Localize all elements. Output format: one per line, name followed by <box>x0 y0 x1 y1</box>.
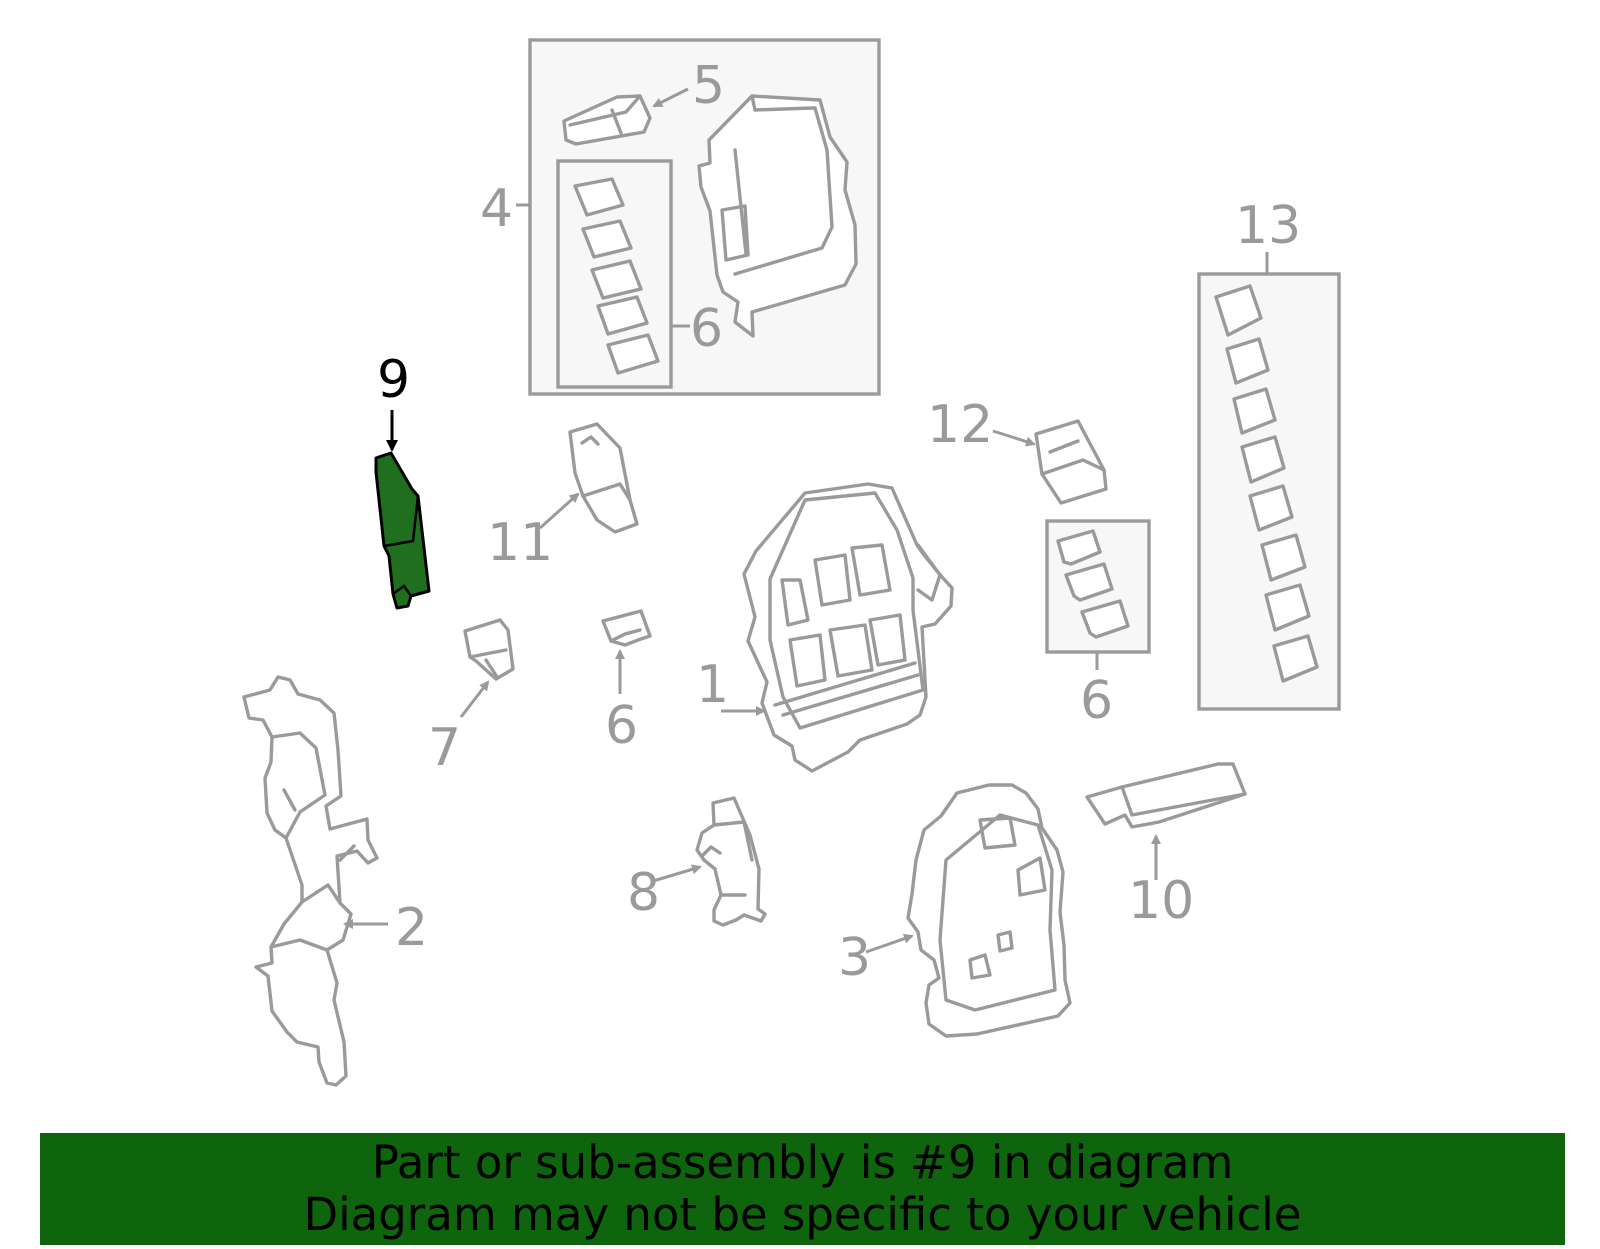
callout-6-right: 6 <box>1080 671 1113 731</box>
banner-line-1: Part or sub-assembly is #9 in diagram <box>371 1136 1234 1189</box>
part-2-bracket <box>242 675 388 1087</box>
info-banner: Part or sub-assembly is #9 in diagram Di… <box>40 1133 1565 1245</box>
callout-6-small: 6 <box>605 696 638 756</box>
callout-13: 13 <box>1235 196 1301 256</box>
callout-1: 1 <box>696 655 729 715</box>
part-4-fuse-box-cover <box>697 94 858 338</box>
banner-line-2: Diagram may not be specific to your vehi… <box>303 1188 1302 1241</box>
part-6-relay-stack <box>573 177 660 375</box>
part-6-small-fuse <box>601 609 652 694</box>
callout-3: 3 <box>838 928 871 988</box>
callout-6-box: 6 <box>690 299 723 359</box>
callout-2: 2 <box>395 898 428 958</box>
callout-10: 10 <box>1128 871 1194 931</box>
part-9-highlighted-bracket <box>374 410 431 610</box>
part-group-13 <box>1197 252 1341 711</box>
callout-7: 7 <box>428 718 461 778</box>
callout-9: 9 <box>377 350 410 410</box>
part-11-bracket <box>538 422 639 534</box>
part-1-fuse-block <box>721 482 954 773</box>
part-12-relay <box>992 419 1108 505</box>
part-8-bracket <box>652 796 767 927</box>
callout-5: 5 <box>692 56 725 116</box>
callout-4: 4 <box>480 179 513 239</box>
callout-labels: 1 2 3 4 5 6 6 6 7 8 9 10 11 12 13 <box>377 56 1301 988</box>
part-group-6-right <box>1045 519 1151 670</box>
part-3-lower-housing <box>865 783 1072 1038</box>
part-10-module <box>1085 762 1247 880</box>
callout-11: 11 <box>487 513 553 573</box>
part-7-relay <box>459 618 515 718</box>
callout-12: 12 <box>927 395 993 455</box>
callout-8: 8 <box>627 863 660 923</box>
part-group-4 <box>516 38 881 396</box>
